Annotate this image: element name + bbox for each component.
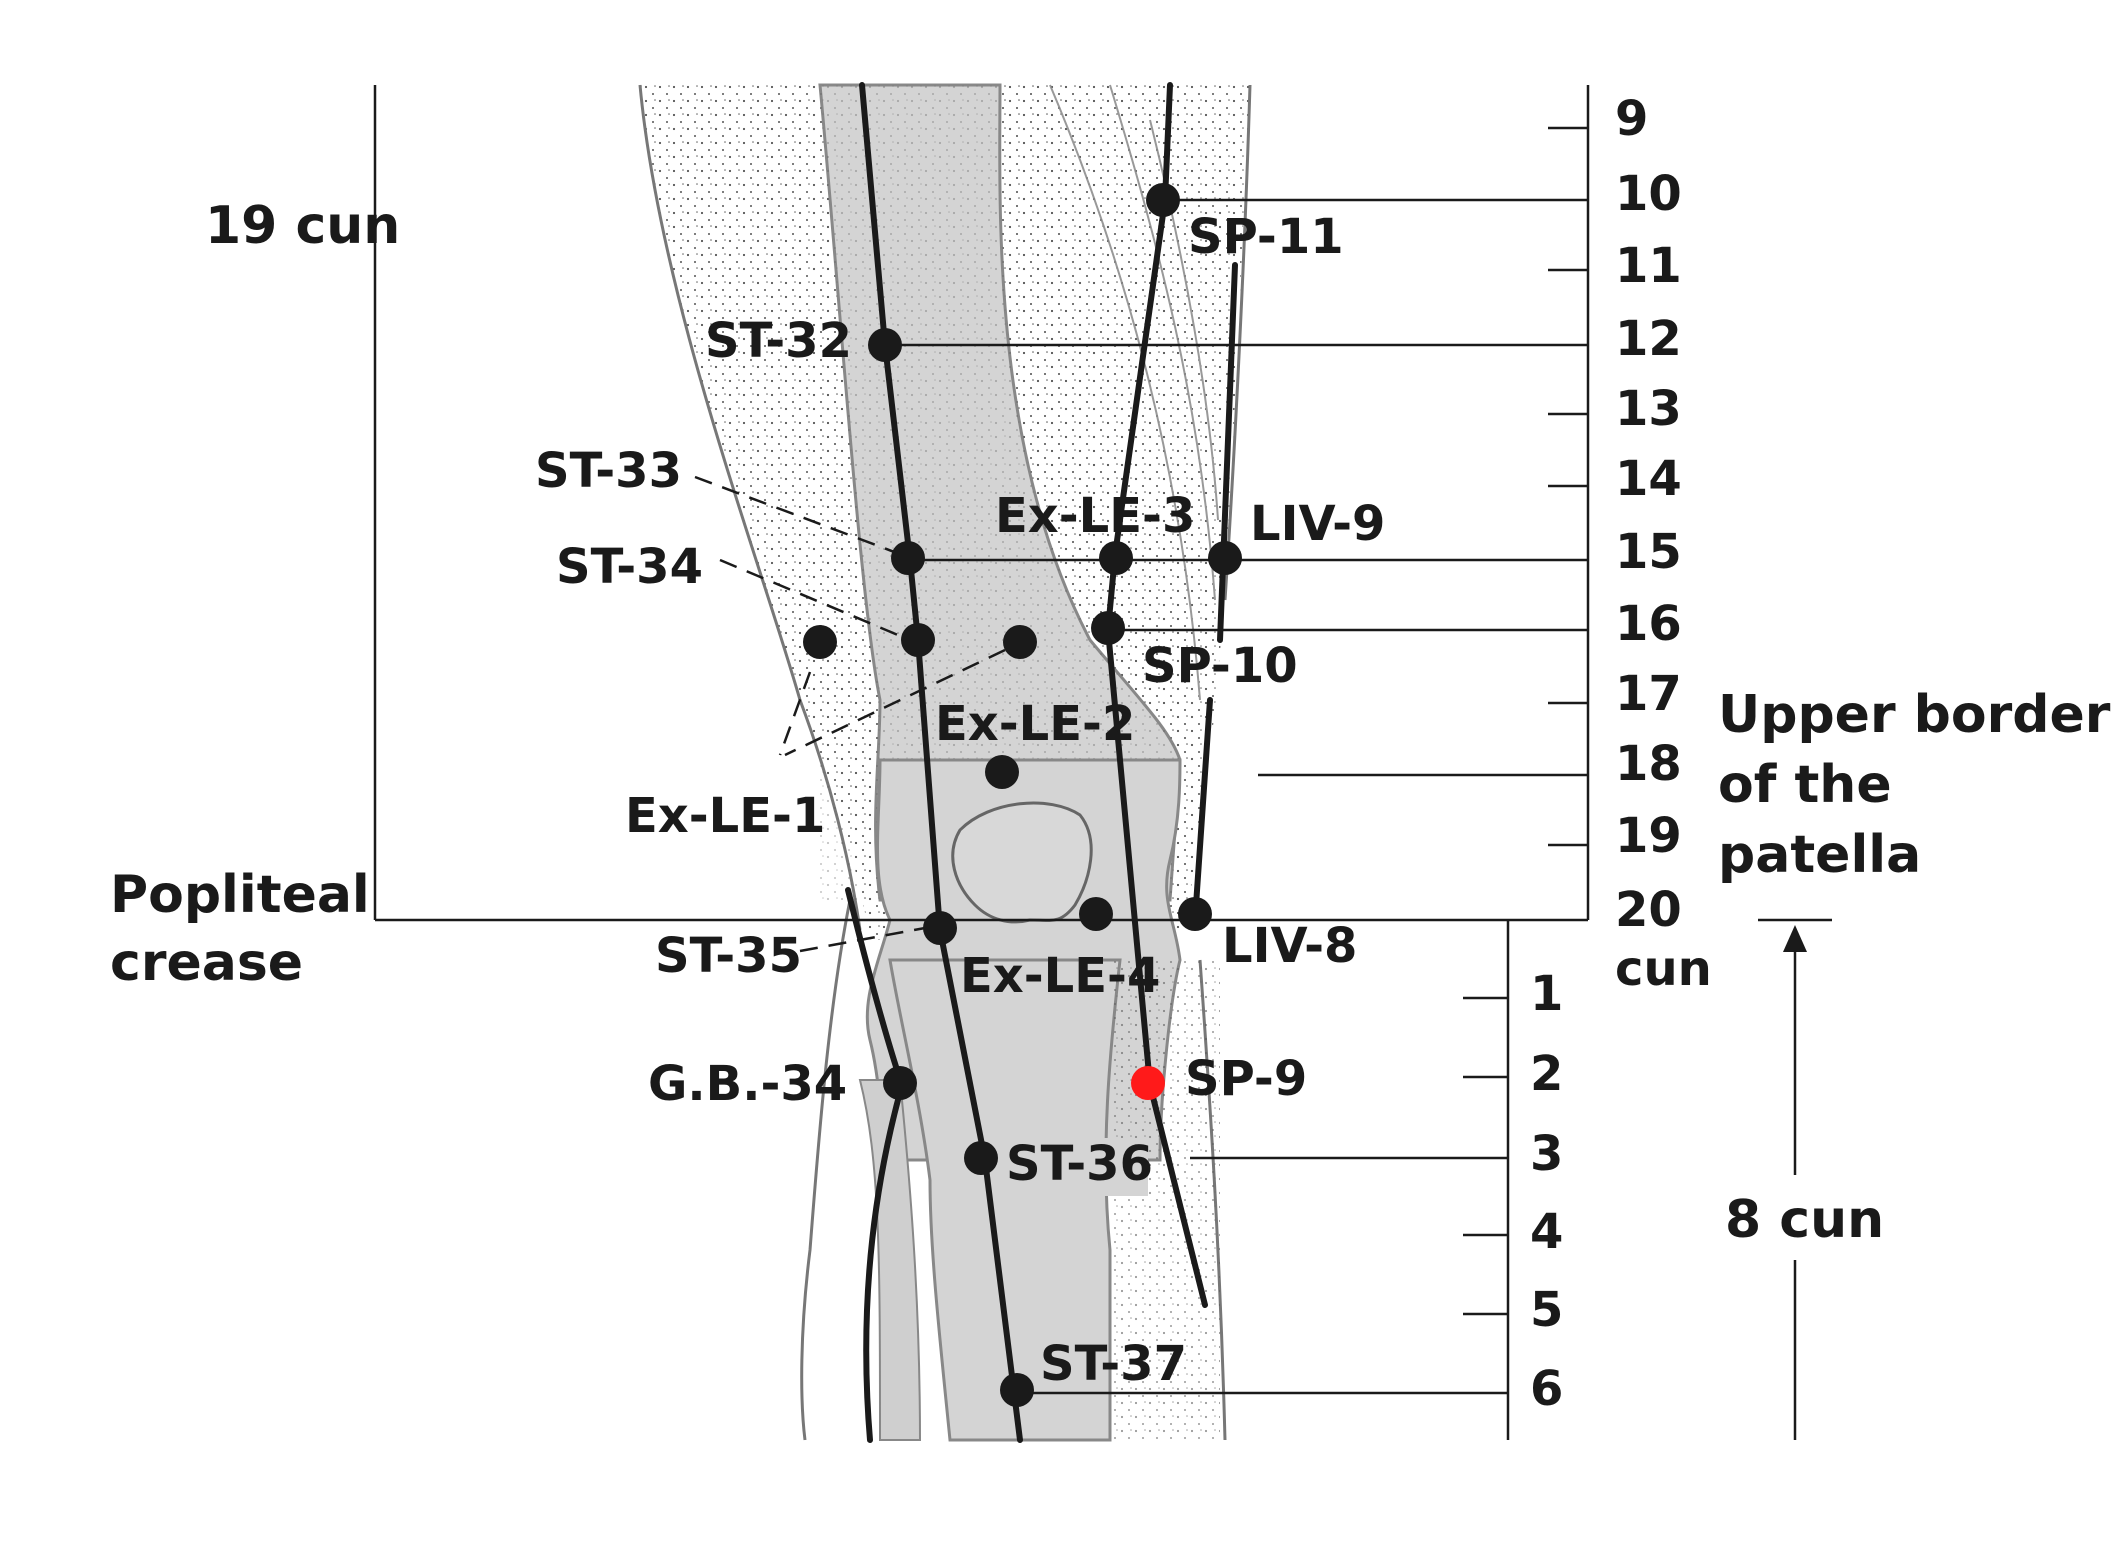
label-sp9: SP-9 [1185,1051,1307,1107]
scale-16: 16 [1615,596,1682,652]
label-patella: patella [1718,825,1921,885]
leader-st34 [719,558,906,640]
lower-leg-texture [1110,960,1220,1440]
point-sp10[interactable] [1091,611,1125,645]
label-st33: ST-33 [535,443,682,499]
scale-19: 19 [1615,808,1682,864]
liver-meridian-lower [1192,697,1213,923]
scale-lower-5: 5 [1530,1282,1563,1338]
point-st33[interactable] [891,541,925,575]
label-liv8: LIV-8 [1222,918,1357,974]
upper-scale-numbers: 9 10 11 12 13 14 15 16 17 18 19 20 cun [1615,91,1712,997]
reference-lines [373,85,1832,1440]
leader-st35 [799,926,926,953]
label-st36: ST-36 [1006,1136,1153,1192]
patella [951,801,1093,924]
point-gb34[interactable] [883,1066,917,1100]
upper-scale-unit: cun [1615,941,1712,997]
label-st34: ST-34 [556,539,703,595]
scale-14: 14 [1615,451,1682,507]
scale-17: 17 [1615,666,1682,722]
label-liv9: LIV-9 [1250,496,1385,552]
point-sp11[interactable] [1146,183,1180,217]
fibula [858,1079,922,1441]
st36-label-shadow [1000,1138,1148,1196]
label-19-cun: 19 cun [205,196,400,256]
scale-18: 18 [1615,736,1682,792]
scale-20: 20 [1615,882,1682,938]
gallbladder-meridian [845,887,906,1443]
label-8-cun: 8 cun [1725,1190,1884,1250]
point-exle3[interactable] [1099,541,1133,575]
point-exle1-medial[interactable] [1003,625,1037,659]
point-liv8[interactable] [1178,897,1212,931]
dashed-leaders [694,475,1006,953]
acupoints [803,183,1242,1407]
liver-meridian-upper [1217,262,1238,643]
label-st37: ST-37 [1040,1336,1187,1392]
label-exle1: Ex-LE-1 [625,788,825,844]
scale-9: 9 [1615,91,1648,147]
scale-lower-6: 6 [1530,1361,1563,1417]
spleen-meridian [1104,82,1208,1308]
point-st32[interactable] [868,328,902,362]
arrow-head [1783,925,1807,952]
point-exle4[interactable] [1079,897,1113,931]
label-st32: ST-32 [705,313,852,369]
label-upper-border: Upper border [1718,685,2111,745]
scale-10: 10 [1615,166,1682,222]
label-popliteal: Popliteal [110,865,370,925]
scale-13: 13 [1615,381,1682,437]
scale-lower-3: 3 [1530,1126,1563,1182]
scale-ticks [1463,126,1588,1316]
leg-anatomy [638,83,1252,1442]
scale-lower-2: 2 [1530,1046,1563,1102]
label-sp11: SP-11 [1188,209,1344,265]
leader-exle1-right [784,648,1006,757]
point-labels: SP-11 ST-32 ST-33 ST-34 Ex-LE-3 LIV-9 SP… [535,209,1385,1392]
point-st35[interactable] [923,911,957,945]
lower-scale-numbers: 1 2 3 4 5 6 [1530,966,1563,1417]
scale-lower-1: 1 [1530,966,1563,1022]
label-gb34: G.B.-34 [648,1056,847,1112]
side-labels: 19 cun Popliteal crease Upper border of … [110,196,2111,1250]
label-sp10: SP-10 [1142,638,1298,694]
scale-15: 15 [1615,524,1682,580]
label-exle2: Ex-LE-2 [935,696,1135,752]
point-liv9[interactable] [1208,541,1242,575]
point-sp9[interactable] [1131,1066,1165,1100]
point-st37[interactable] [1000,1373,1034,1407]
label-exle3: Ex-LE-3 [995,488,1195,544]
leader-st33 [694,475,906,558]
scale-11: 11 [1615,238,1682,294]
scale-lower-4: 4 [1530,1204,1563,1260]
label-of-the: of the [1718,755,1892,815]
point-exle2[interactable] [985,755,1019,789]
point-st34[interactable] [901,623,935,657]
label-exle4: Ex-LE-4 [960,948,1160,1004]
label-st35: ST-35 [655,928,802,984]
leader-exle1-left [778,671,812,756]
scale-12: 12 [1615,311,1682,367]
point-st36[interactable] [964,1141,998,1175]
thigh-inner-outline [1223,84,1252,601]
point-exle1-lateral[interactable] [803,625,837,659]
label-crease: crease [110,933,303,993]
